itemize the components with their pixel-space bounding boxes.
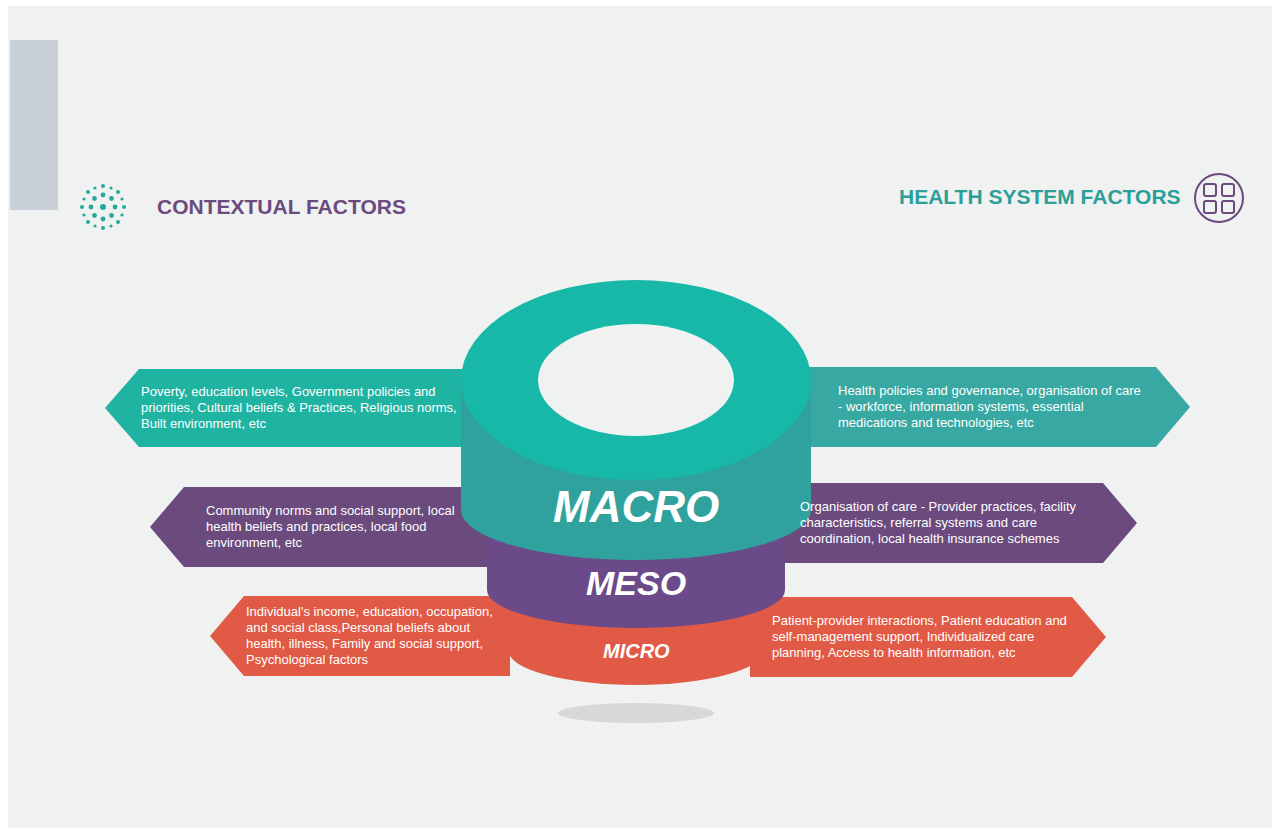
band-text: Patient-provider interactions, Patient e… — [772, 613, 1070, 662]
level-ring: MACRO — [549, 482, 723, 532]
section-heading: CONTEXTUAL FACTORS — [157, 195, 406, 219]
section-heading: HEALTH SYSTEM FACTORS — [899, 185, 1181, 209]
factor-band: Poverty, education levels, Government po… — [105, 369, 495, 447]
band-fill — [790, 367, 1190, 447]
dotted-circle-icon — [80, 184, 126, 230]
band-fill — [780, 483, 1137, 563]
band-fill — [750, 597, 1106, 677]
band-fill — [150, 487, 495, 567]
macro-ring-top — [461, 280, 811, 480]
band-fill — [105, 369, 495, 447]
shadow — [558, 703, 714, 723]
level-ring: MESO — [582, 564, 690, 603]
band-text: Poverty, education levels, Government po… — [141, 384, 459, 433]
level-label: MICRO — [599, 640, 674, 663]
level-label: MACRO — [549, 482, 723, 532]
band-text: Health policies and governance, organisa… — [838, 383, 1148, 432]
band-fill — [210, 596, 510, 676]
factor-band: Organisation of care - Provider practice… — [780, 483, 1137, 563]
factor-band: Health policies and governance, organisa… — [790, 367, 1190, 447]
side-bar — [10, 40, 58, 210]
ring-hole — [538, 324, 734, 436]
factor-band: Patient-provider interactions, Patient e… — [750, 597, 1106, 677]
band-text: Community norms and social support, loca… — [206, 503, 468, 552]
level-ring: MICRO — [599, 640, 674, 663]
band-text: Organisation of care - Provider practice… — [800, 499, 1100, 548]
health-system-icon — [1195, 174, 1243, 222]
factor-band: Community norms and social support, loca… — [150, 487, 495, 567]
level-label: MESO — [582, 564, 690, 603]
band-text: Individual's income, education, occupati… — [246, 604, 496, 669]
factor-band: Individual's income, education, occupati… — [210, 596, 510, 676]
funnel — [461, 280, 811, 685]
